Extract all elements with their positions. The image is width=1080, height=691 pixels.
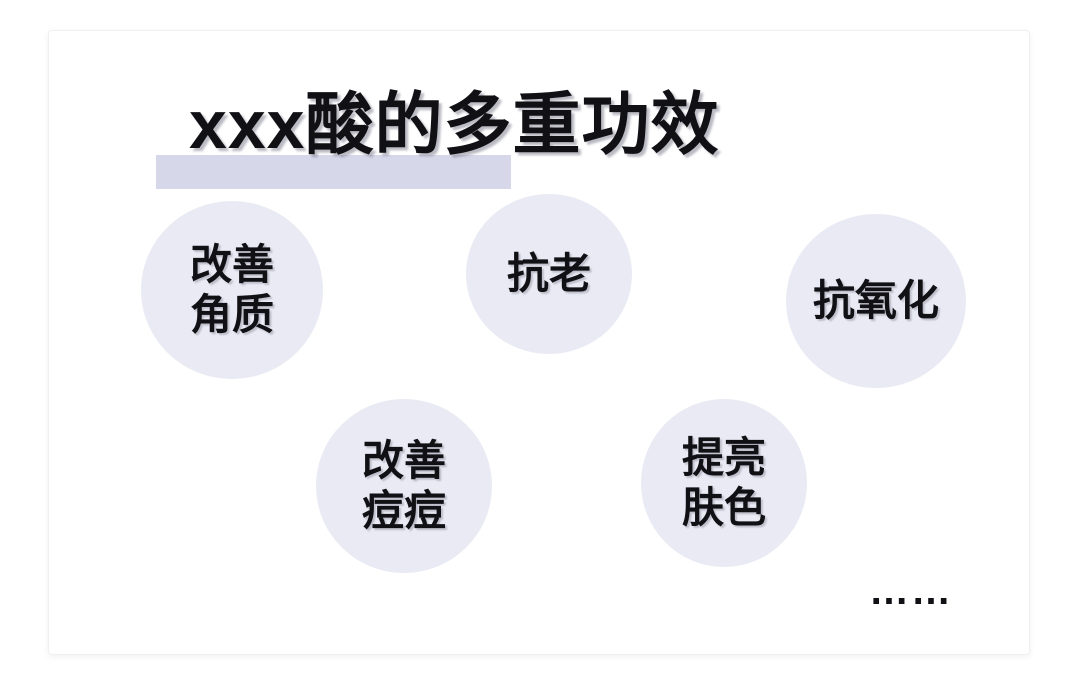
page-title: xxx酸的多重功效 [189, 87, 720, 163]
title-block: xxx酸的多重功效 [119, 63, 759, 193]
benefit-bubble-antioxidant[interactable]: 抗氧化 [786, 214, 966, 388]
benefit-label-line2: 痘痘 [361, 487, 446, 534]
slide-card: xxx酸的多重功效 改善 角质 抗老 抗氧化 改善 痘痘 提亮 肤色 …… [48, 30, 1030, 655]
benefit-bubble-brighten-skin[interactable]: 提亮 肤色 [641, 399, 807, 567]
benefit-label-line1: 抗老 [506, 250, 591, 298]
benefit-bubble-improve-keratin[interactable]: 改善 角质 [141, 201, 323, 379]
benefit-label-line1: 改善 [189, 241, 274, 289]
benefit-bubble-improve-acne[interactable]: 改善 痘痘 [316, 399, 492, 573]
benefit-bubble-anti-aging[interactable]: 抗老 [466, 194, 632, 354]
benefit-label-line2: 角质 [189, 291, 274, 338]
benefit-label-line2: 肤色 [681, 484, 766, 531]
benefit-label-line1: 抗氧化 [812, 277, 939, 325]
ellipsis-more-indicator: …… [869, 569, 953, 613]
benefit-label-line1: 提亮 [681, 434, 766, 482]
title-highlight-bar [156, 155, 511, 189]
benefit-label-line1: 改善 [361, 437, 446, 485]
